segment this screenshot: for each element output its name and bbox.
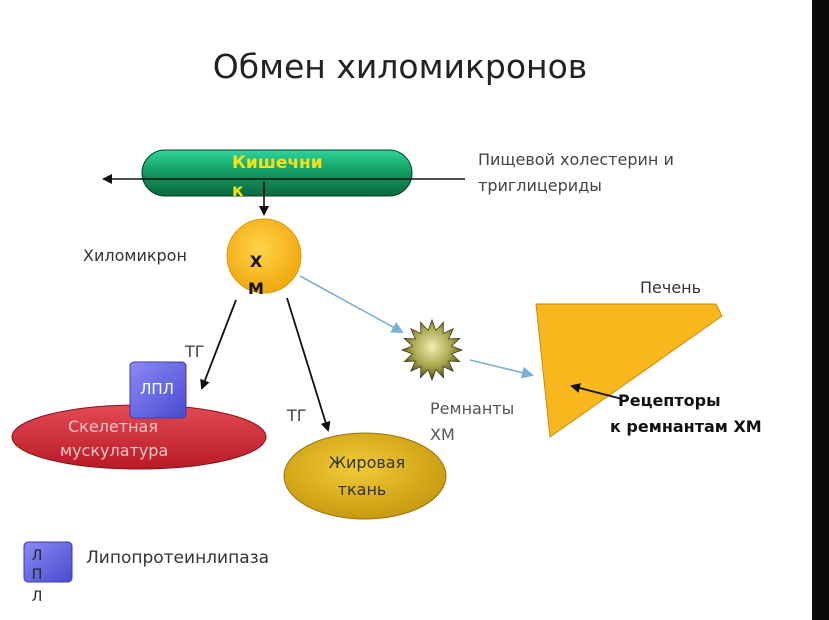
remnants-label-line2: ХМ bbox=[430, 425, 455, 444]
skeletal-muscle: Скелетная мускулатура bbox=[11, 404, 267, 470]
dietary-label-line2: триглицериды bbox=[478, 176, 602, 195]
legend: Л П Л Липопротеинлипаза bbox=[23, 541, 269, 605]
xm-to-muscle-arrow bbox=[200, 299, 237, 390]
liver-label: Печень bbox=[640, 278, 701, 297]
chylomicron-label: Хиломикрон bbox=[83, 246, 187, 265]
receptors-label-line1: Рецепторы bbox=[618, 391, 721, 410]
remnant-to-liver-arrow bbox=[469, 359, 534, 379]
intestine-label-line1: Кишечни bbox=[232, 153, 323, 173]
xm-label-line1: Х bbox=[250, 252, 263, 271]
dietary-label-line1: Пищевой холестерин и bbox=[478, 150, 674, 169]
liver bbox=[535, 303, 723, 438]
legend-box-letter-1: Л bbox=[32, 548, 43, 564]
legend-text: Липопротеинлипаза bbox=[86, 548, 269, 568]
chylomicron-metabolism-diagram: Обмен хиломикронов Кишечни к Пищевой хол… bbox=[11, 47, 762, 605]
legend-box-letter-2: П bbox=[32, 567, 43, 583]
legend-lpl-box bbox=[23, 541, 73, 583]
remnants-label-line1: Ремнанты bbox=[430, 399, 514, 418]
xm-to-remnant-arrow bbox=[299, 275, 404, 333]
page-title: Обмен хиломикронов bbox=[213, 47, 587, 86]
receptors-label-line2: к ремнантам ХМ bbox=[610, 417, 762, 436]
receptor-arrow bbox=[570, 383, 623, 400]
xm-to-adipose-arrow bbox=[286, 297, 331, 432]
muscle-label-line2: мускулатура bbox=[60, 441, 168, 460]
intestine-capsule: Кишечни к bbox=[141, 149, 413, 201]
xm-label-line2: М bbox=[248, 279, 264, 298]
tg-label-right: ТГ bbox=[286, 406, 307, 425]
intestine-label-line2: к bbox=[232, 181, 244, 201]
tg-label-left: ТГ bbox=[184, 342, 205, 361]
xm-particle: Х М bbox=[226, 218, 302, 298]
lpl-label: ЛПЛ bbox=[140, 380, 174, 398]
muscle-label-line1: Скелетная bbox=[68, 417, 158, 436]
adipose-tissue: Жировая ткань bbox=[283, 432, 447, 520]
window-edge-bar bbox=[812, 0, 829, 620]
adipose-label-line2: ткань bbox=[338, 480, 387, 499]
adipose-label-line1: Жировая bbox=[329, 453, 405, 472]
lpl-box: ЛПЛ bbox=[129, 361, 187, 419]
remnant-particle bbox=[400, 318, 464, 382]
legend-box-letter-3: Л bbox=[32, 589, 43, 605]
